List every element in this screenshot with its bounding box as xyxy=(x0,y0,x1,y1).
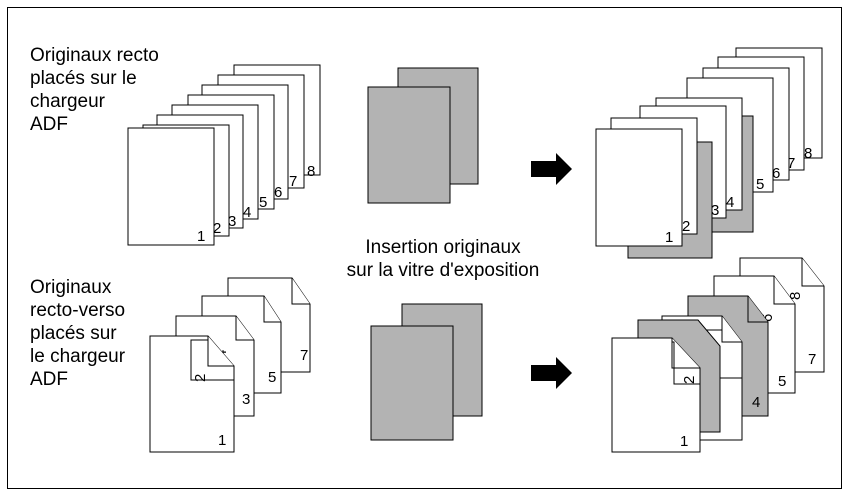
simplex-stack: 8 7 6 5 4 3 2 1 xyxy=(127,64,321,246)
page-number: 3 xyxy=(711,202,719,219)
page-number: 5 xyxy=(268,369,276,386)
duplex-result-stack: 7 8 5 6 4 3 1 2 xyxy=(611,257,825,453)
duplex-stack: 7 8 5 6 3 4 1 2 xyxy=(149,277,311,453)
page-number: 3 xyxy=(228,213,236,230)
result-sheet-1: 1 xyxy=(595,128,683,247)
duplex-sheet-1-2: 1 2 xyxy=(149,335,235,453)
page-number: 2 xyxy=(681,376,698,384)
arrow-right-icon xyxy=(531,153,572,185)
page-number: 6 xyxy=(759,314,776,322)
page-number: 2 xyxy=(192,374,209,382)
page-number: 5 xyxy=(259,194,267,211)
duplex-result-1-2: 1 2 xyxy=(611,337,701,453)
page-number: 4 xyxy=(726,194,734,211)
page-number: 8 xyxy=(804,145,812,162)
page-number: 2 xyxy=(213,220,221,237)
label-simplex-originals: Originaux recto placés sur le chargeur A… xyxy=(30,45,159,135)
page-number: 7 xyxy=(300,347,308,364)
page-number: 1 xyxy=(218,432,226,449)
page-number: 5 xyxy=(756,176,764,193)
insert-sheets-bottom xyxy=(370,303,483,441)
arrow-right-icon xyxy=(531,357,572,389)
diagram-frame xyxy=(7,7,842,489)
page-number: 4 xyxy=(752,394,760,411)
page-number: 7 xyxy=(787,155,795,172)
page-number: 2 xyxy=(682,218,690,235)
page-number: 8 xyxy=(307,163,315,180)
page-number: 6 xyxy=(274,184,282,201)
page-number: 6 xyxy=(772,165,780,182)
page-number: 7 xyxy=(289,173,297,190)
page-number: 4 xyxy=(243,204,251,221)
page-number: 1 xyxy=(197,228,205,245)
page-number: 8 xyxy=(787,292,804,300)
page-number: 3 xyxy=(242,391,250,408)
label-duplex-originals: Originaux recto-verso placés sur le char… xyxy=(30,277,126,390)
simplex-result-stack: 8 7 6 5 4 3 2 1 xyxy=(595,47,823,259)
page-number: 1 xyxy=(665,229,673,246)
page-number: 1 xyxy=(680,433,688,450)
label-insertion-glass: Insertion originaux sur la vitre d'expos… xyxy=(346,237,540,281)
simplex-sheet-1: 1 xyxy=(127,127,215,246)
page-number: 7 xyxy=(808,351,816,368)
insert-sheets-top xyxy=(367,67,479,204)
page-number: 5 xyxy=(778,373,786,390)
